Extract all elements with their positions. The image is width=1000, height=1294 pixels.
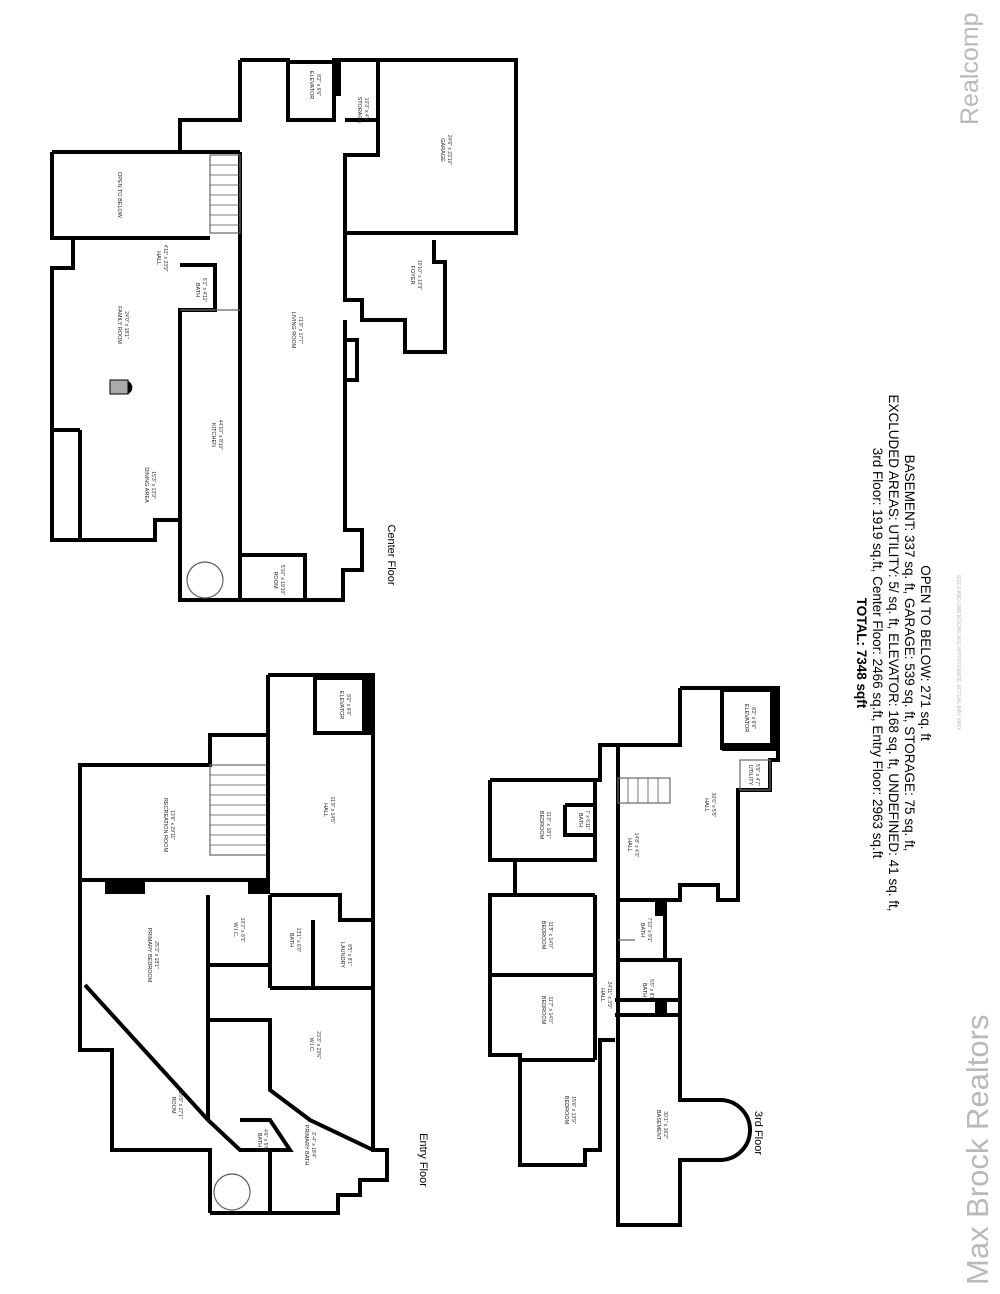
label-hall-3rd-big: HALL	[703, 798, 709, 812]
svg-text:8'2" x 6'6": 8'2" x 6'6"	[750, 707, 756, 729]
svg-text:3'-4" x 18'4": 3'-4" x 18'4"	[310, 1132, 316, 1159]
label-primary-bedroom: PRIMARY BEDROOM	[146, 928, 152, 983]
svg-text:11'0" x 18'1": 11'0" x 18'1"	[545, 811, 551, 838]
label-dining-area: DINING AREA	[143, 467, 149, 503]
svg-text:30'1" x 16'2": 30'1" x 16'2"	[662, 1111, 668, 1139]
label-storage: STORAGE	[356, 97, 362, 124]
svg-text:30'6" x 5'5": 30'6" x 5'5"	[710, 793, 716, 818]
third-room-labels: ELEVATOR 8'2" x 6'6" UTILITY 5'9" x 4'7"…	[538, 704, 760, 1141]
svg-text:31'9" x 14'5": 31'9" x 14'5"	[329, 796, 335, 824]
svg-text:25'3" x 18'1": 25'3" x 18'1"	[153, 941, 159, 969]
label-primary-bath: PRIMARY BATH	[303, 1125, 309, 1166]
label-bath-3rd-1: BATH	[577, 813, 583, 827]
center-floor-plan	[50, 58, 518, 602]
svg-text:4'11" x 23'9": 4'11" x 23'9"	[162, 244, 168, 271]
svg-text:8'2" x 6'6": 8'2" x 6'6"	[345, 694, 351, 716]
svg-text:23'3" x 23'6": 23'3" x 23'6"	[315, 1031, 321, 1059]
realcomp-watermark: Realcomp	[956, 12, 984, 125]
svg-text:8'2" x 6'6": 8'2" x 6'6"	[315, 74, 321, 96]
svg-text:24'11" x 3'9": 24'11" x 3'9"	[606, 981, 612, 1008]
label-basement: BASEMENT	[655, 1110, 661, 1141]
svg-text:6'1" x 4'11": 6'1" x 4'11"	[201, 278, 207, 302]
svg-text:10'2" x 8'3": 10'2" x 8'3"	[239, 918, 245, 943]
label-elevator-3rd: ELEVATOR	[743, 704, 749, 732]
label-laundry: LAUNDRY	[339, 942, 345, 969]
svg-text:14'8" x 4'3": 14'8" x 4'3"	[633, 833, 639, 858]
label-elevator-entry: ELEVATOR	[338, 691, 344, 719]
excluded-areas-3: OPEN TO BELOW: 271 sq. ft	[918, 565, 933, 741]
svg-text:13'6" x 29'11": 13'6" x 29'11"	[169, 810, 175, 840]
center-room-labels: ELEVATOR 8'2" x 6'6" STORAGE 10'3" x 4'6…	[116, 71, 452, 596]
entry-room-labels: ELEVATOR 8'2" x 6'6" HALL 31'9" x 14'5" …	[146, 691, 352, 1166]
svg-text:71'9" x 17'7": 71'9" x 17'7"	[297, 316, 303, 344]
svg-text:13'1" x 6'0": 13'1" x 6'0"	[295, 928, 301, 953]
svg-text:5'10" x 19'10": 5'10" x 19'10"	[279, 565, 285, 595]
label-room-entry: ROOM	[170, 1096, 176, 1114]
excluded-areas-2: BASEMENT: 337 sq. ft, GARAGE: 539 sq. ft…	[902, 455, 917, 852]
svg-text:24'6" x 23'10": 24'6" x 23'10"	[446, 135, 452, 165]
svg-text:11'7" x 14'0": 11'7" x 14'0"	[547, 996, 553, 1023]
floor-areas: 3rd Floor: 1919 sq.ft, Center Floor: 246…	[870, 448, 885, 859]
label-foyer: FOYER	[409, 266, 415, 285]
svg-text:15'6" x 13'9": 15'6" x 13'9"	[570, 1096, 576, 1124]
svg-text:15'3" x 13'9": 15'3" x 13'9"	[150, 471, 156, 499]
entry-floor-plan	[78, 673, 389, 1215]
label-family-room: FAMILY ROOM	[116, 306, 122, 344]
center-floor-label: Center Floor	[385, 524, 397, 585]
label-elevator: ELEVATOR	[308, 71, 314, 99]
label-utility: UTILITY	[747, 765, 753, 786]
label-bath: BATH	[194, 283, 200, 297]
label-kitchen: KITCHEN	[210, 423, 216, 447]
label-bedroom-3: BEDROOM	[540, 996, 546, 1025]
label-bath-3rd-2: BATH	[639, 923, 645, 937]
max-brock-watermark: Max Brock Realtors	[960, 1015, 995, 1285]
label-bedroom-1: BEDROOM	[538, 811, 544, 840]
label-bath-small: BATH	[256, 1133, 262, 1147]
label-bath-3rd-3: BATH	[641, 983, 647, 997]
label-hall-entry: HALL	[322, 803, 328, 817]
svg-text:11'5" x 14'0": 11'5" x 14'0"	[547, 921, 553, 948]
label-hall-3rd-mid: HALL	[599, 988, 605, 1002]
entry-floor-label: Entry Floor	[417, 1133, 429, 1187]
label-hall: HALL	[155, 251, 161, 265]
excluded-areas-1: EXCLUDED AREAS: UTILITY: 5/ sq. ft, ELEV…	[886, 395, 901, 912]
svg-text:7'10" x 8'1": 7'10" x 8'1"	[646, 918, 652, 943]
svg-text:5'0" x 8'1": 5'0" x 8'1"	[648, 979, 654, 1001]
label-living-room: LIVING ROOM	[290, 312, 296, 349]
third-floor-label: 3rd Floor	[752, 1111, 764, 1155]
label-bedroom-4: BEDROOM	[563, 1096, 569, 1125]
area-totals: TOTAL: 7348 sqft 3rd Floor: 1919 sq.ft, …	[854, 395, 961, 912]
label-bath-entry: BATH	[288, 933, 294, 947]
label-open-to-below: OPEN TO BELOW	[116, 172, 122, 219]
svg-text:10'10" x 13'3": 10'10" x 13'3"	[416, 260, 422, 290]
label-recreation-room: RECREATION ROOM	[162, 798, 168, 853]
disclaimer: SIZES AND DIMENSIONS ARE APPROXIMATE, AC…	[955, 575, 961, 732]
label-garage: GARAGE	[439, 138, 445, 162]
svg-text:8'5" x 8'1": 8'5" x 8'1"	[346, 944, 352, 966]
svg-text:44'10" x 8'10": 44'10" x 8'10"	[217, 420, 223, 450]
label-wic-1: W.I.C.	[232, 923, 238, 938]
svg-text:10'3" x 4'6": 10'3" x 4'6"	[363, 98, 369, 123]
label-hall-3rd-small: HALL	[626, 838, 632, 852]
total-area: TOTAL: 7348 sqft	[854, 598, 869, 709]
svg-text:24'0" x 18'1": 24'0" x 18'1"	[123, 311, 129, 339]
svg-text:16'9" x 27'1": 16'9" x 27'1"	[177, 1091, 183, 1119]
label-room: ROOM	[272, 571, 278, 589]
svg-text:7' x 6'11": 7' x 6'11"	[584, 810, 590, 830]
third-floor-plan	[488, 686, 780, 1227]
svg-text:5'9" x 4'7": 5'9" x 4'7"	[754, 764, 760, 786]
svg-text:4'6" x 5'6": 4'6" x 5'6"	[262, 1129, 268, 1151]
label-bedroom-2: BEDROOM	[540, 921, 546, 950]
label-wic-2: W.I.C.	[308, 1038, 314, 1053]
